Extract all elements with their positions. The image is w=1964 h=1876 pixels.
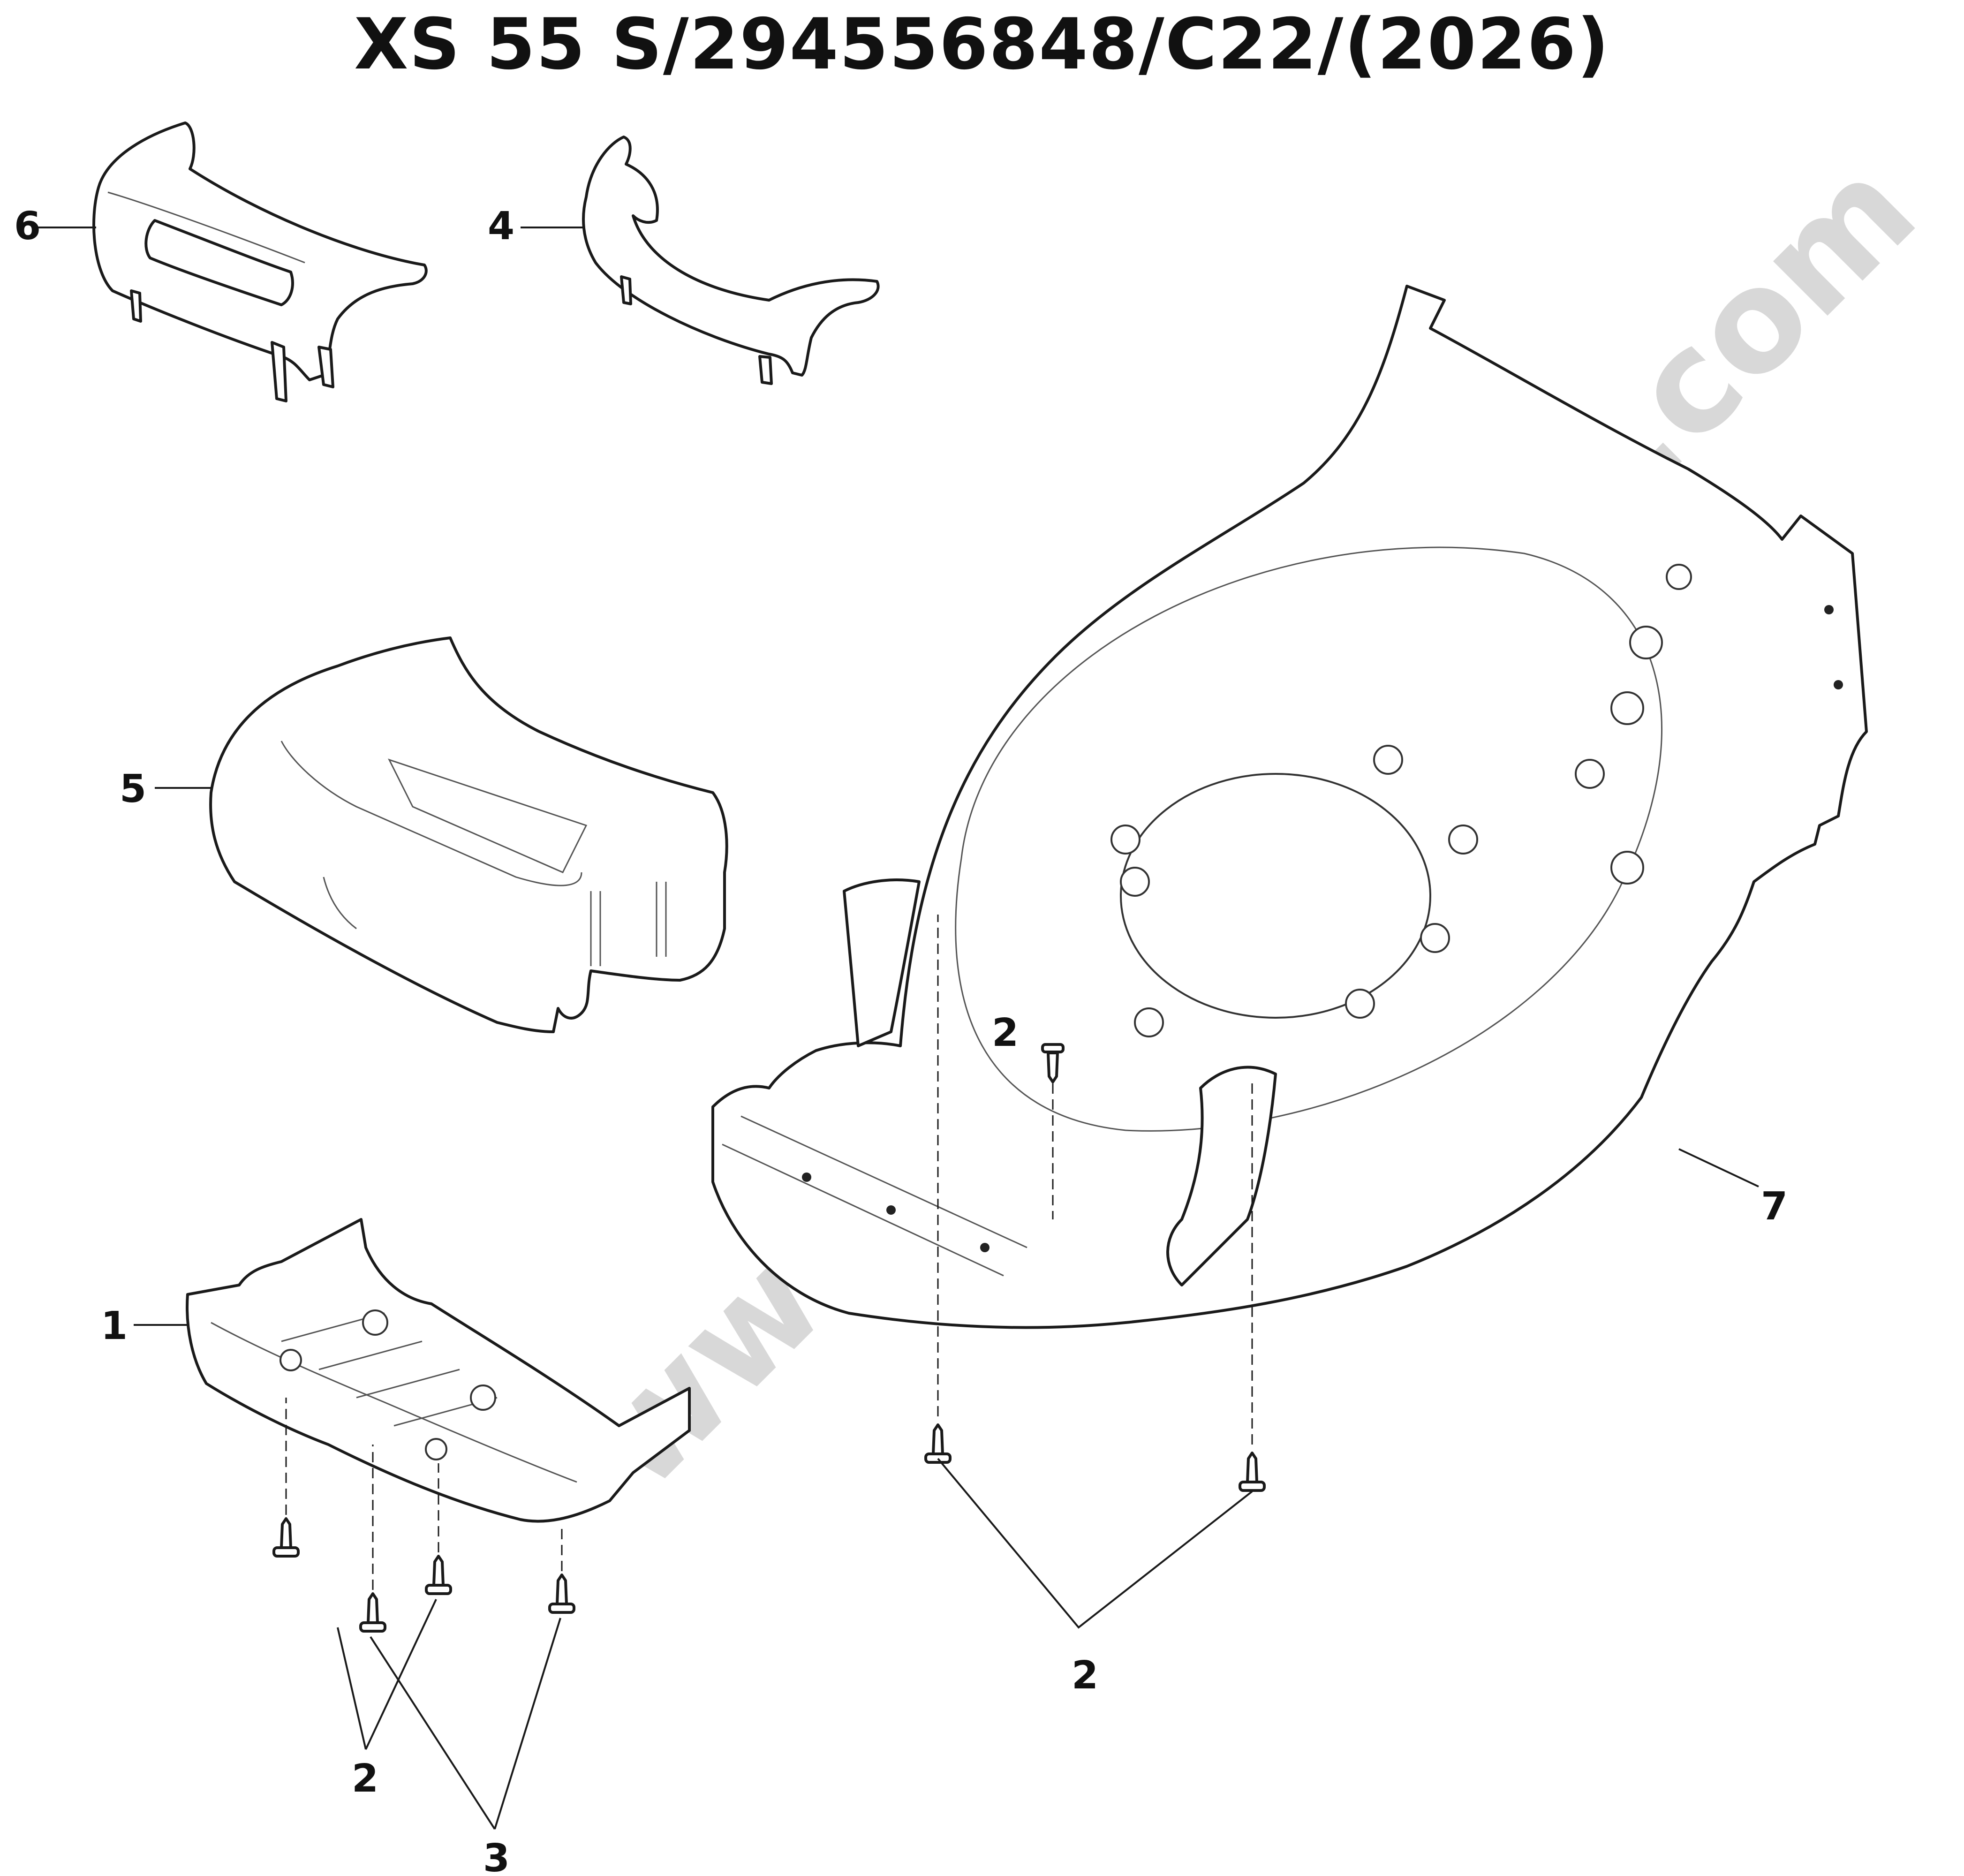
callout-1: 1 — [101, 1304, 128, 1348]
callout-7: 7 — [1761, 1184, 1788, 1229]
screw-icon — [425, 1555, 452, 1595]
screw-icon — [1239, 1452, 1266, 1492]
diagram-title: XS 55 S/294556848/C22/(2026) — [354, 4, 1610, 85]
callout-labels: 6 4 5 7 1 2 2 2 3 — [14, 204, 1788, 1876]
part-7-mower-deck — [711, 285, 1868, 1329]
part-6-handle-grip — [92, 121, 428, 402]
callout-3: 3 — [483, 1836, 510, 1876]
callout-2-upper: 2 — [992, 1011, 1019, 1055]
screw-icon — [924, 1423, 952, 1464]
screws — [272, 1043, 1266, 1633]
part-5-cover — [209, 636, 728, 1033]
callout-4: 4 — [488, 204, 514, 249]
part-4-handle-bar — [582, 136, 880, 385]
deck-mounting-holes — [1110, 564, 1692, 1037]
leader-lines — [35, 227, 1759, 1830]
screw-icon — [272, 1517, 300, 1558]
callout-2-left: 2 — [352, 1756, 378, 1801]
part-1-skid-tray — [186, 1218, 691, 1523]
callout-2-right: 2 — [1072, 1653, 1098, 1698]
screw-icon — [548, 1573, 575, 1614]
assembly-lines — [285, 915, 1253, 1590]
callout-5: 5 — [120, 767, 146, 811]
screw-icon — [1041, 1043, 1065, 1083]
callout-6: 6 — [14, 204, 41, 249]
screw-icon — [359, 1592, 386, 1633]
